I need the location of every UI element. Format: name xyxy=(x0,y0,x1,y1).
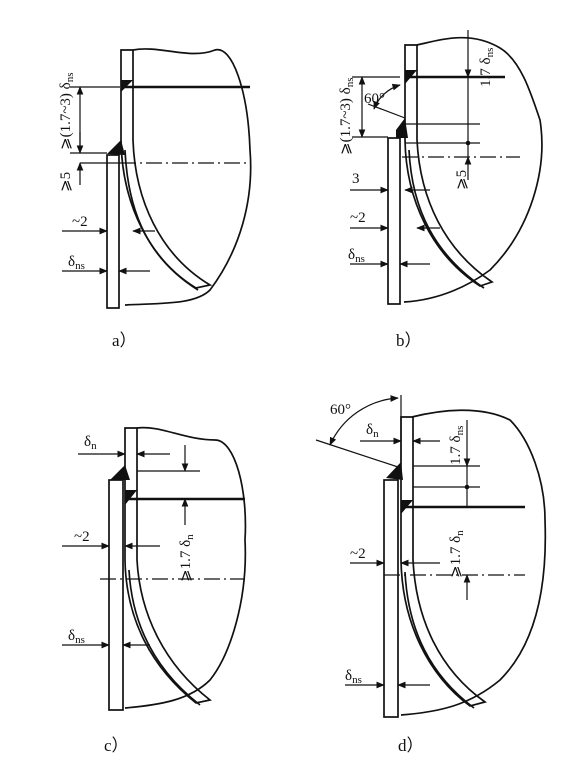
caption-b: b） xyxy=(396,331,422,350)
weld-height-label-c: ⩾1.7 δn xyxy=(178,534,196,582)
head-section-c xyxy=(124,427,212,704)
bevel-angle-label-d: 60° xyxy=(330,402,351,418)
shell-plate-c xyxy=(108,479,124,711)
head-inner-curve-d xyxy=(404,571,475,709)
land-label-b: 3 xyxy=(352,171,360,187)
weld-mid-c xyxy=(125,490,137,505)
caption-a: a） xyxy=(112,331,137,350)
head-inner-curve-c xyxy=(128,569,201,706)
caption-d: d） xyxy=(398,736,424,755)
head-thickness-label-c: δn xyxy=(84,434,97,452)
shell-plate-a xyxy=(106,154,120,309)
gap-label-d: ~2 xyxy=(350,546,366,562)
min-height-label-d: ⩾1.7 δn xyxy=(448,530,466,578)
detail-a: ⩾(1.7~3) δns ⩾5 ~2 δns a） xyxy=(58,48,252,350)
weld-fillet-a xyxy=(107,140,125,155)
shell-outline-c xyxy=(124,426,247,709)
shell-plate-b xyxy=(387,137,401,305)
fillet-height-label-a: ⩾(1.7~3) δns xyxy=(58,72,76,150)
gap-label-c: ~2 xyxy=(74,529,90,545)
shell-outline-a xyxy=(124,48,252,306)
head-thickness-label-d: δn xyxy=(366,422,379,440)
offset-label-b: ⩾5 xyxy=(454,170,470,190)
detail-b: ⩾(1.7~3) δns 60° 1.7 δns ⩾5 3 ~2 δns b） xyxy=(338,30,543,350)
gap-label-a: ~2 xyxy=(72,214,88,230)
plate-thickness-label-d: δns xyxy=(345,668,362,686)
fillet-height-label-b: ⩾(1.7~3) δns xyxy=(338,77,356,155)
head-inner-curve-b xyxy=(408,149,485,289)
gap-label-b: ~2 xyxy=(350,210,366,226)
bevel-angle-label-b: 60° xyxy=(364,91,385,107)
detail-c: δn ⩾1.7 δn ~2 δns c） xyxy=(62,426,247,755)
head-section-a xyxy=(120,49,213,289)
caption-c: c） xyxy=(104,736,129,755)
plate-thickness-label-b: δns xyxy=(348,247,365,265)
plate-thickness-label-a: δns xyxy=(68,254,85,272)
weld-fillet-b xyxy=(396,118,408,138)
shell-plate-d xyxy=(383,479,399,718)
weld-height-label-b: 1.7 δns xyxy=(478,48,496,87)
head-section-d xyxy=(400,416,487,707)
offset-label-a: ⩾5 xyxy=(58,172,74,192)
plate-thickness-label-c: δns xyxy=(68,628,85,646)
weld-top-d xyxy=(386,462,403,480)
detail-d: 60° δn 1.7 δns ⩾1.7 δn ~2 δns d） xyxy=(315,395,547,755)
head-inner-curve-a xyxy=(124,149,199,291)
weld-top-c xyxy=(110,465,130,480)
weld-height-label-d: 1.7 δns xyxy=(448,426,466,465)
